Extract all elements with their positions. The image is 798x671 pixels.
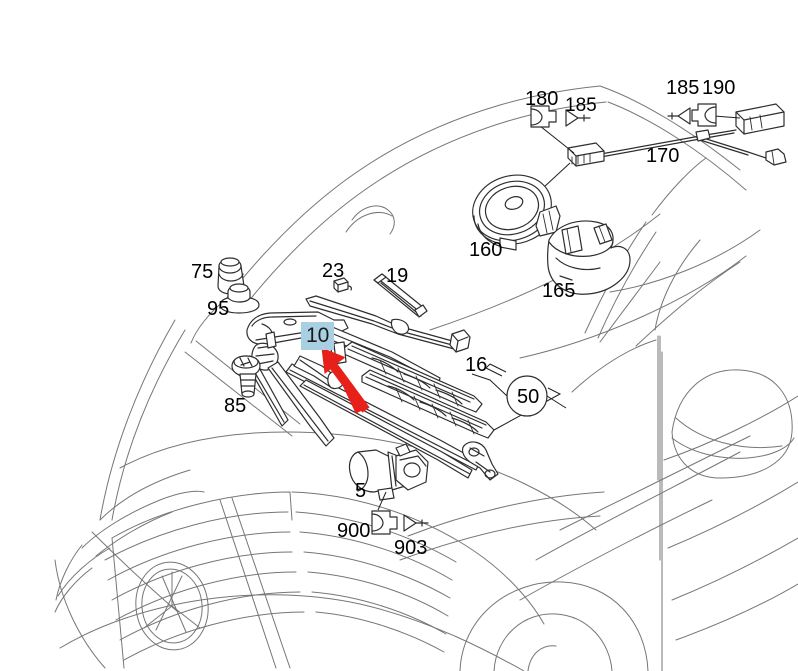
part-label-903: 903 xyxy=(394,537,428,559)
part-label-75: 75 xyxy=(191,261,214,283)
vehicle-body-outline xyxy=(54,85,798,671)
part-label-170: 170 xyxy=(646,145,680,167)
washer-reservoir-165 xyxy=(546,220,631,295)
part-19-nozzle-tube xyxy=(373,273,428,318)
part-label-165: 165 xyxy=(542,280,576,302)
wiper-linkage-assembly xyxy=(241,331,499,501)
leader-line-180 xyxy=(539,125,575,154)
highlighted-part-number-10[interactable]: 10 xyxy=(301,322,335,350)
part-95-grommet xyxy=(219,283,260,314)
part-label-180: 180 xyxy=(525,88,559,110)
part-23-clip xyxy=(333,277,352,293)
part-85-bolt xyxy=(231,355,261,398)
terminal-185-right-symbol xyxy=(667,107,691,125)
part-label-190: 190 xyxy=(702,77,736,99)
leader-line-190 xyxy=(713,115,741,119)
washer-harness-170 xyxy=(567,103,787,167)
connector-900-symbol xyxy=(371,510,398,535)
wiper-blades-50 xyxy=(343,341,562,439)
callout-label-50: 50 xyxy=(517,386,540,408)
part-label-95: 95 xyxy=(207,298,230,320)
leader-line-900 xyxy=(377,491,387,511)
connector-190-symbol xyxy=(691,103,717,127)
part-label-900: 900 xyxy=(337,520,371,542)
part-75-cap xyxy=(217,257,245,295)
connector-180-symbol xyxy=(530,105,557,128)
part-label-23: 23 xyxy=(322,260,345,282)
part-label-85: 85 xyxy=(224,395,247,417)
part-label-5: 5 xyxy=(355,480,367,502)
washer-pump-160 xyxy=(472,174,561,251)
terminal-185-left-symbol xyxy=(565,109,591,127)
part-label-185-right: 185 xyxy=(666,77,700,99)
terminal-903-symbol xyxy=(403,514,429,532)
part-label-185-left: 185 xyxy=(565,95,597,116)
part-label-160: 160 xyxy=(469,239,503,261)
part-label-19: 19 xyxy=(386,265,409,287)
pointer-arrow xyxy=(321,347,370,414)
part-label-16: 16 xyxy=(465,354,488,376)
